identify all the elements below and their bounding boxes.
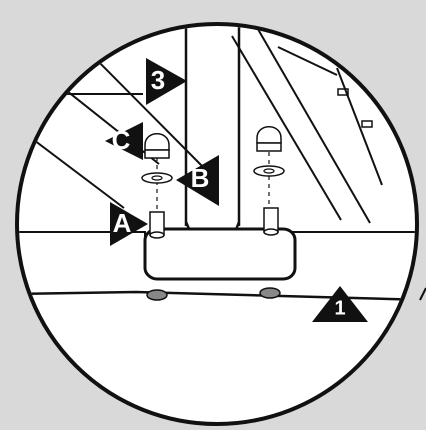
pointer-a <box>110 202 148 246</box>
left-bolt-base <box>149 231 165 239</box>
pointer-three <box>146 58 187 105</box>
label-one: 1 <box>334 297 345 319</box>
label-a: A <box>113 208 132 238</box>
label-b: B <box>191 163 210 193</box>
leader-exit-line <box>419 287 426 301</box>
pointer-one <box>312 286 368 322</box>
right-cap-nut-base <box>256 142 282 152</box>
left-foot-cap <box>146 289 168 301</box>
right-bolt-base <box>263 228 279 236</box>
slot-mark-1 <box>337 88 349 96</box>
label-three: 3 <box>151 65 165 95</box>
back-right-brace-outer <box>254 26 371 224</box>
pointer-c <box>105 122 143 160</box>
right-washer-hole <box>263 168 275 174</box>
left-cap-nut-base <box>144 149 170 159</box>
back-right-brace-inner <box>231 35 342 221</box>
pointer-b <box>176 155 219 206</box>
upper-right-line-2 <box>277 46 338 76</box>
right-cap-nut <box>256 126 282 144</box>
left-washer-hole <box>151 175 163 181</box>
detail-circle <box>15 22 419 426</box>
label-c: C <box>112 125 131 155</box>
base-bottom-edge <box>19 290 415 302</box>
slot-mark-2 <box>361 120 373 128</box>
mount-bracket <box>143 227 297 281</box>
right-panel-edge <box>336 67 383 186</box>
left-cap-nut <box>144 133 170 151</box>
right-foot-cap <box>259 287 281 299</box>
